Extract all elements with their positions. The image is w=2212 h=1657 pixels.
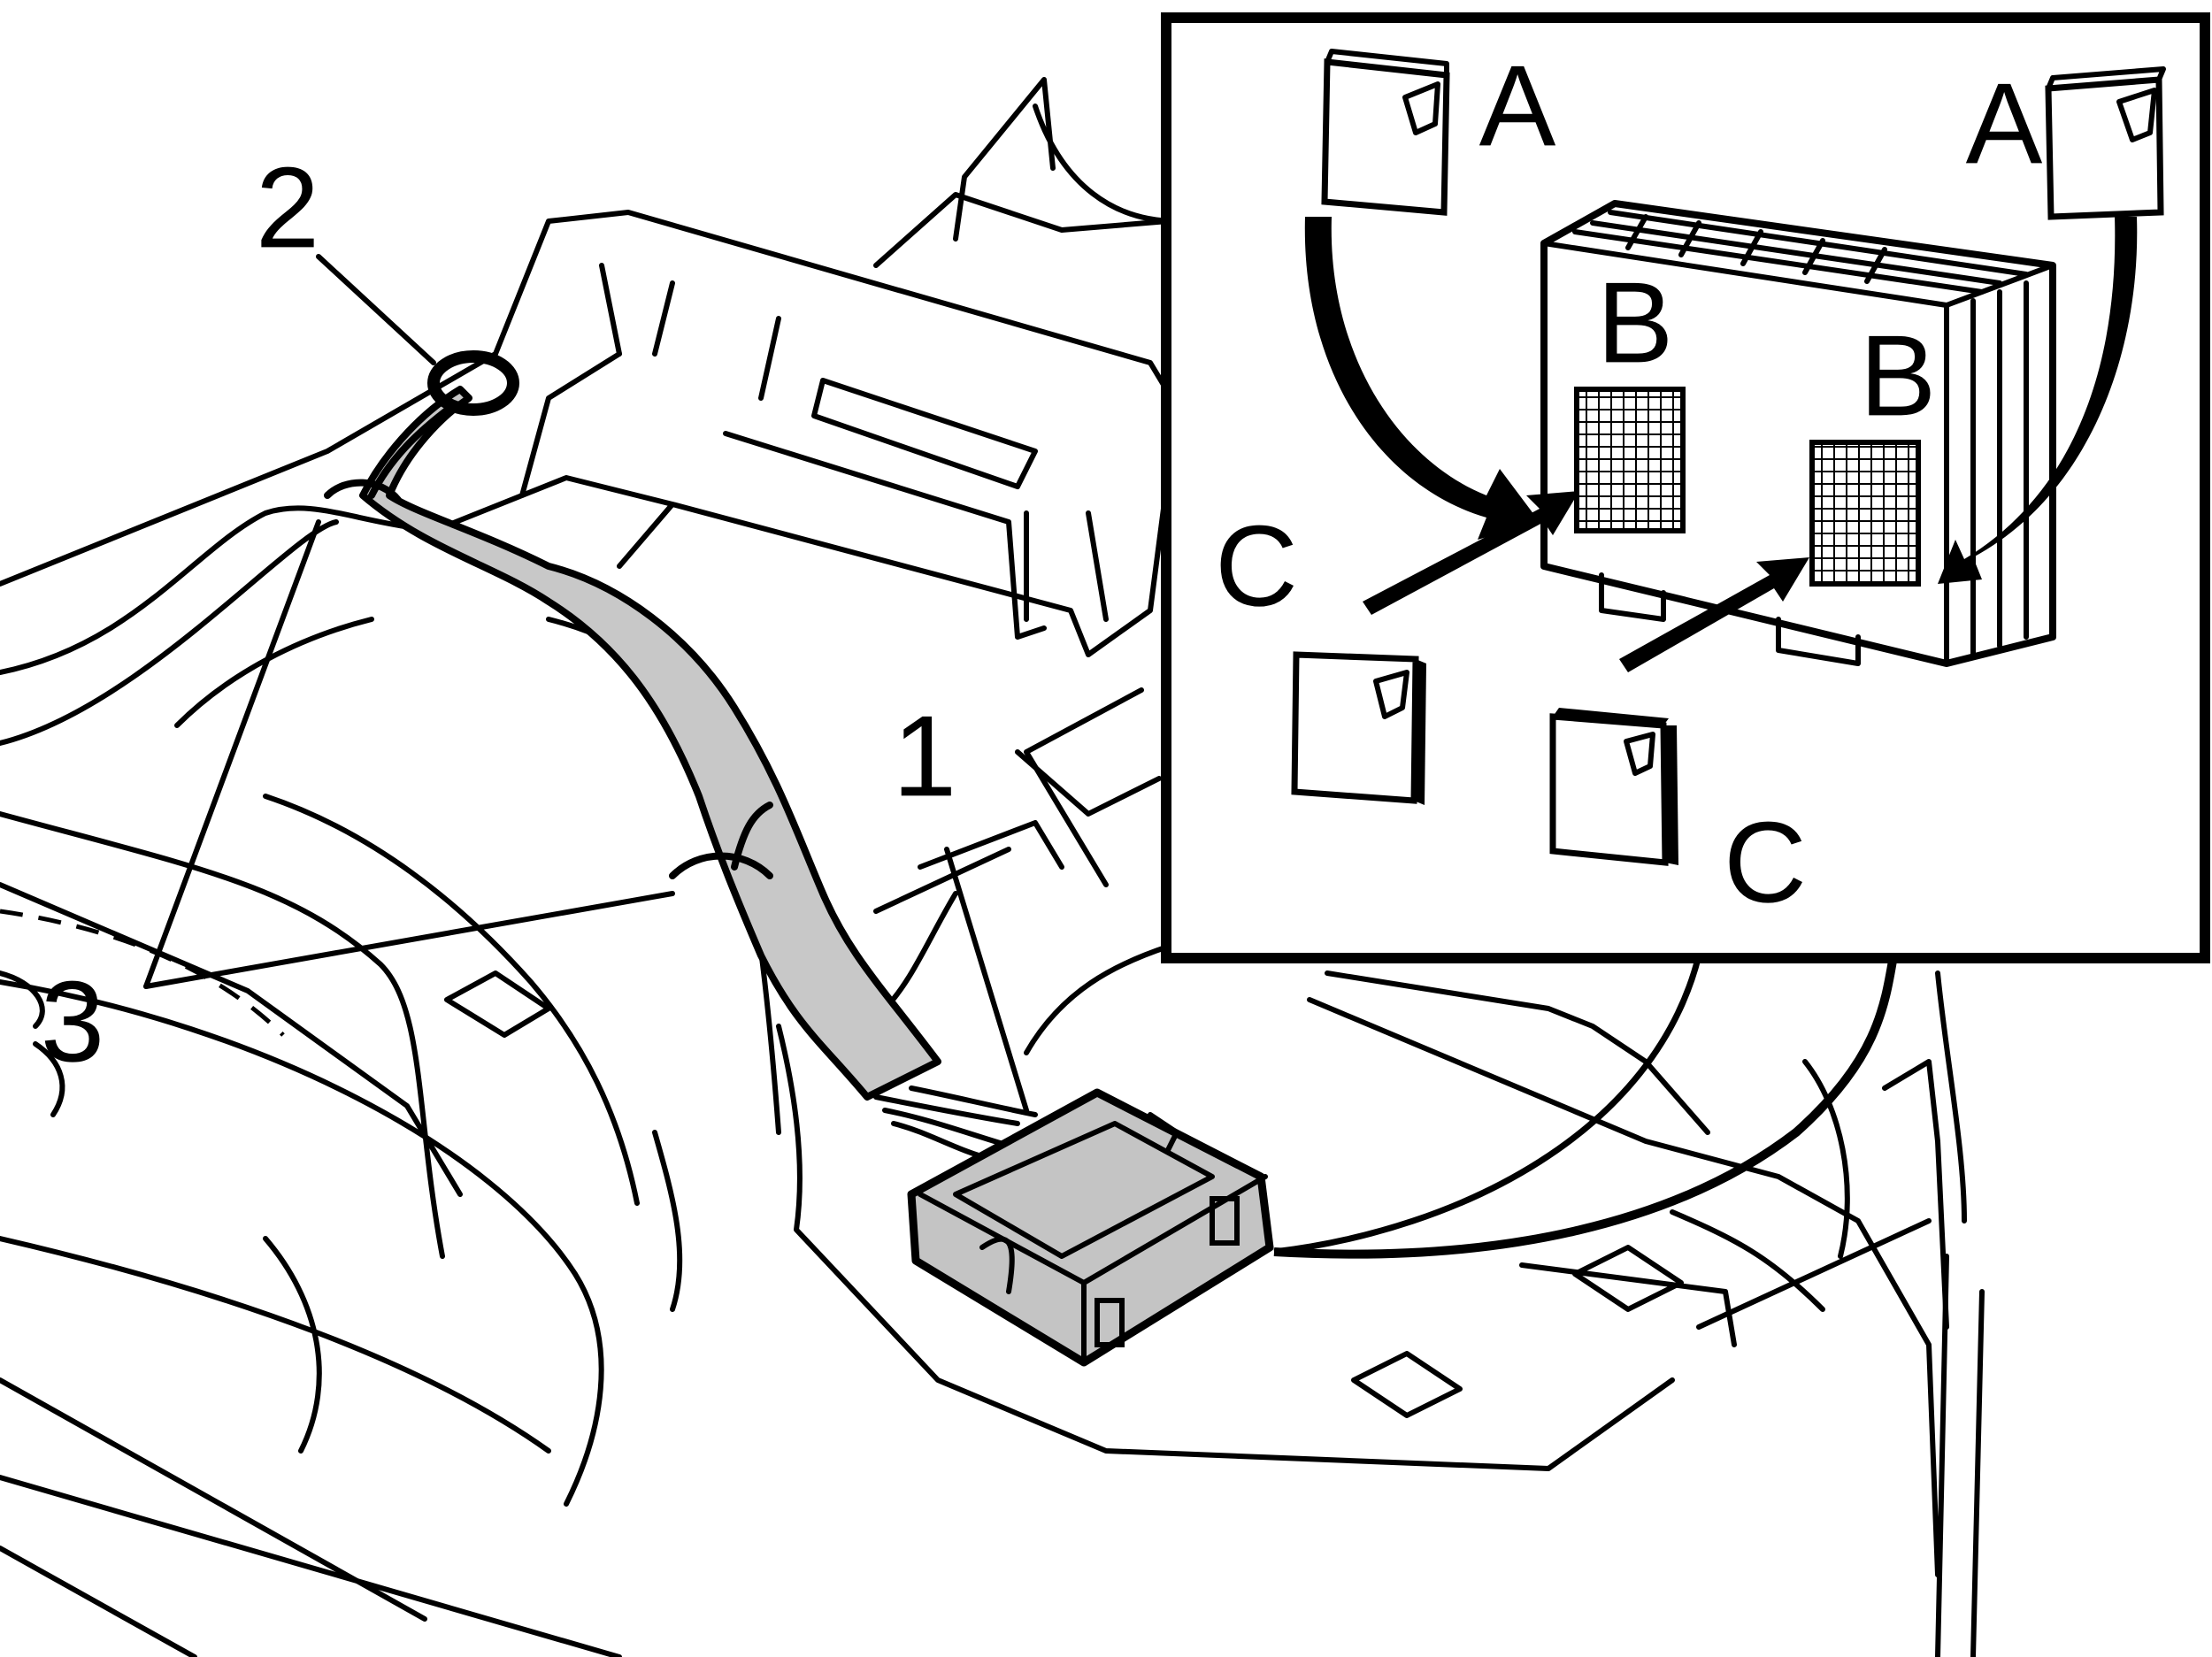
callout-2: 2 (256, 142, 319, 272)
cable-ties (324, 479, 773, 879)
inset-label-b-right: B (1860, 311, 1937, 440)
callout-1: 1 (893, 691, 956, 820)
straight-arrows (1363, 491, 1809, 672)
curved-arrow-icon (1304, 217, 2138, 584)
velcro-pad-left (1291, 651, 1426, 805)
harness-loop (427, 350, 519, 416)
tape-tab-right (2045, 66, 2166, 220)
inset-label-c-left: C (1215, 501, 1298, 630)
zoom-connector (1273, 955, 1898, 1259)
inset-label-a-left: A (1479, 41, 1556, 170)
inset-module (1540, 200, 2056, 667)
velcro-pad-right (1549, 708, 1678, 866)
control-module (907, 1088, 1274, 1367)
velcro-patch-b-right (1809, 440, 1921, 587)
inset-label-a-right: A (1966, 58, 2043, 188)
detail-inset (1161, 12, 2210, 963)
inset-label-c-bottom: C (1724, 797, 1807, 926)
inset-label-b-left: B (1597, 257, 1674, 387)
leader-lines (143, 254, 1029, 1113)
tape-tab-left (1321, 49, 1450, 216)
velcro-patch-b-left (1574, 387, 1686, 533)
callout-3: 3 (41, 956, 104, 1085)
